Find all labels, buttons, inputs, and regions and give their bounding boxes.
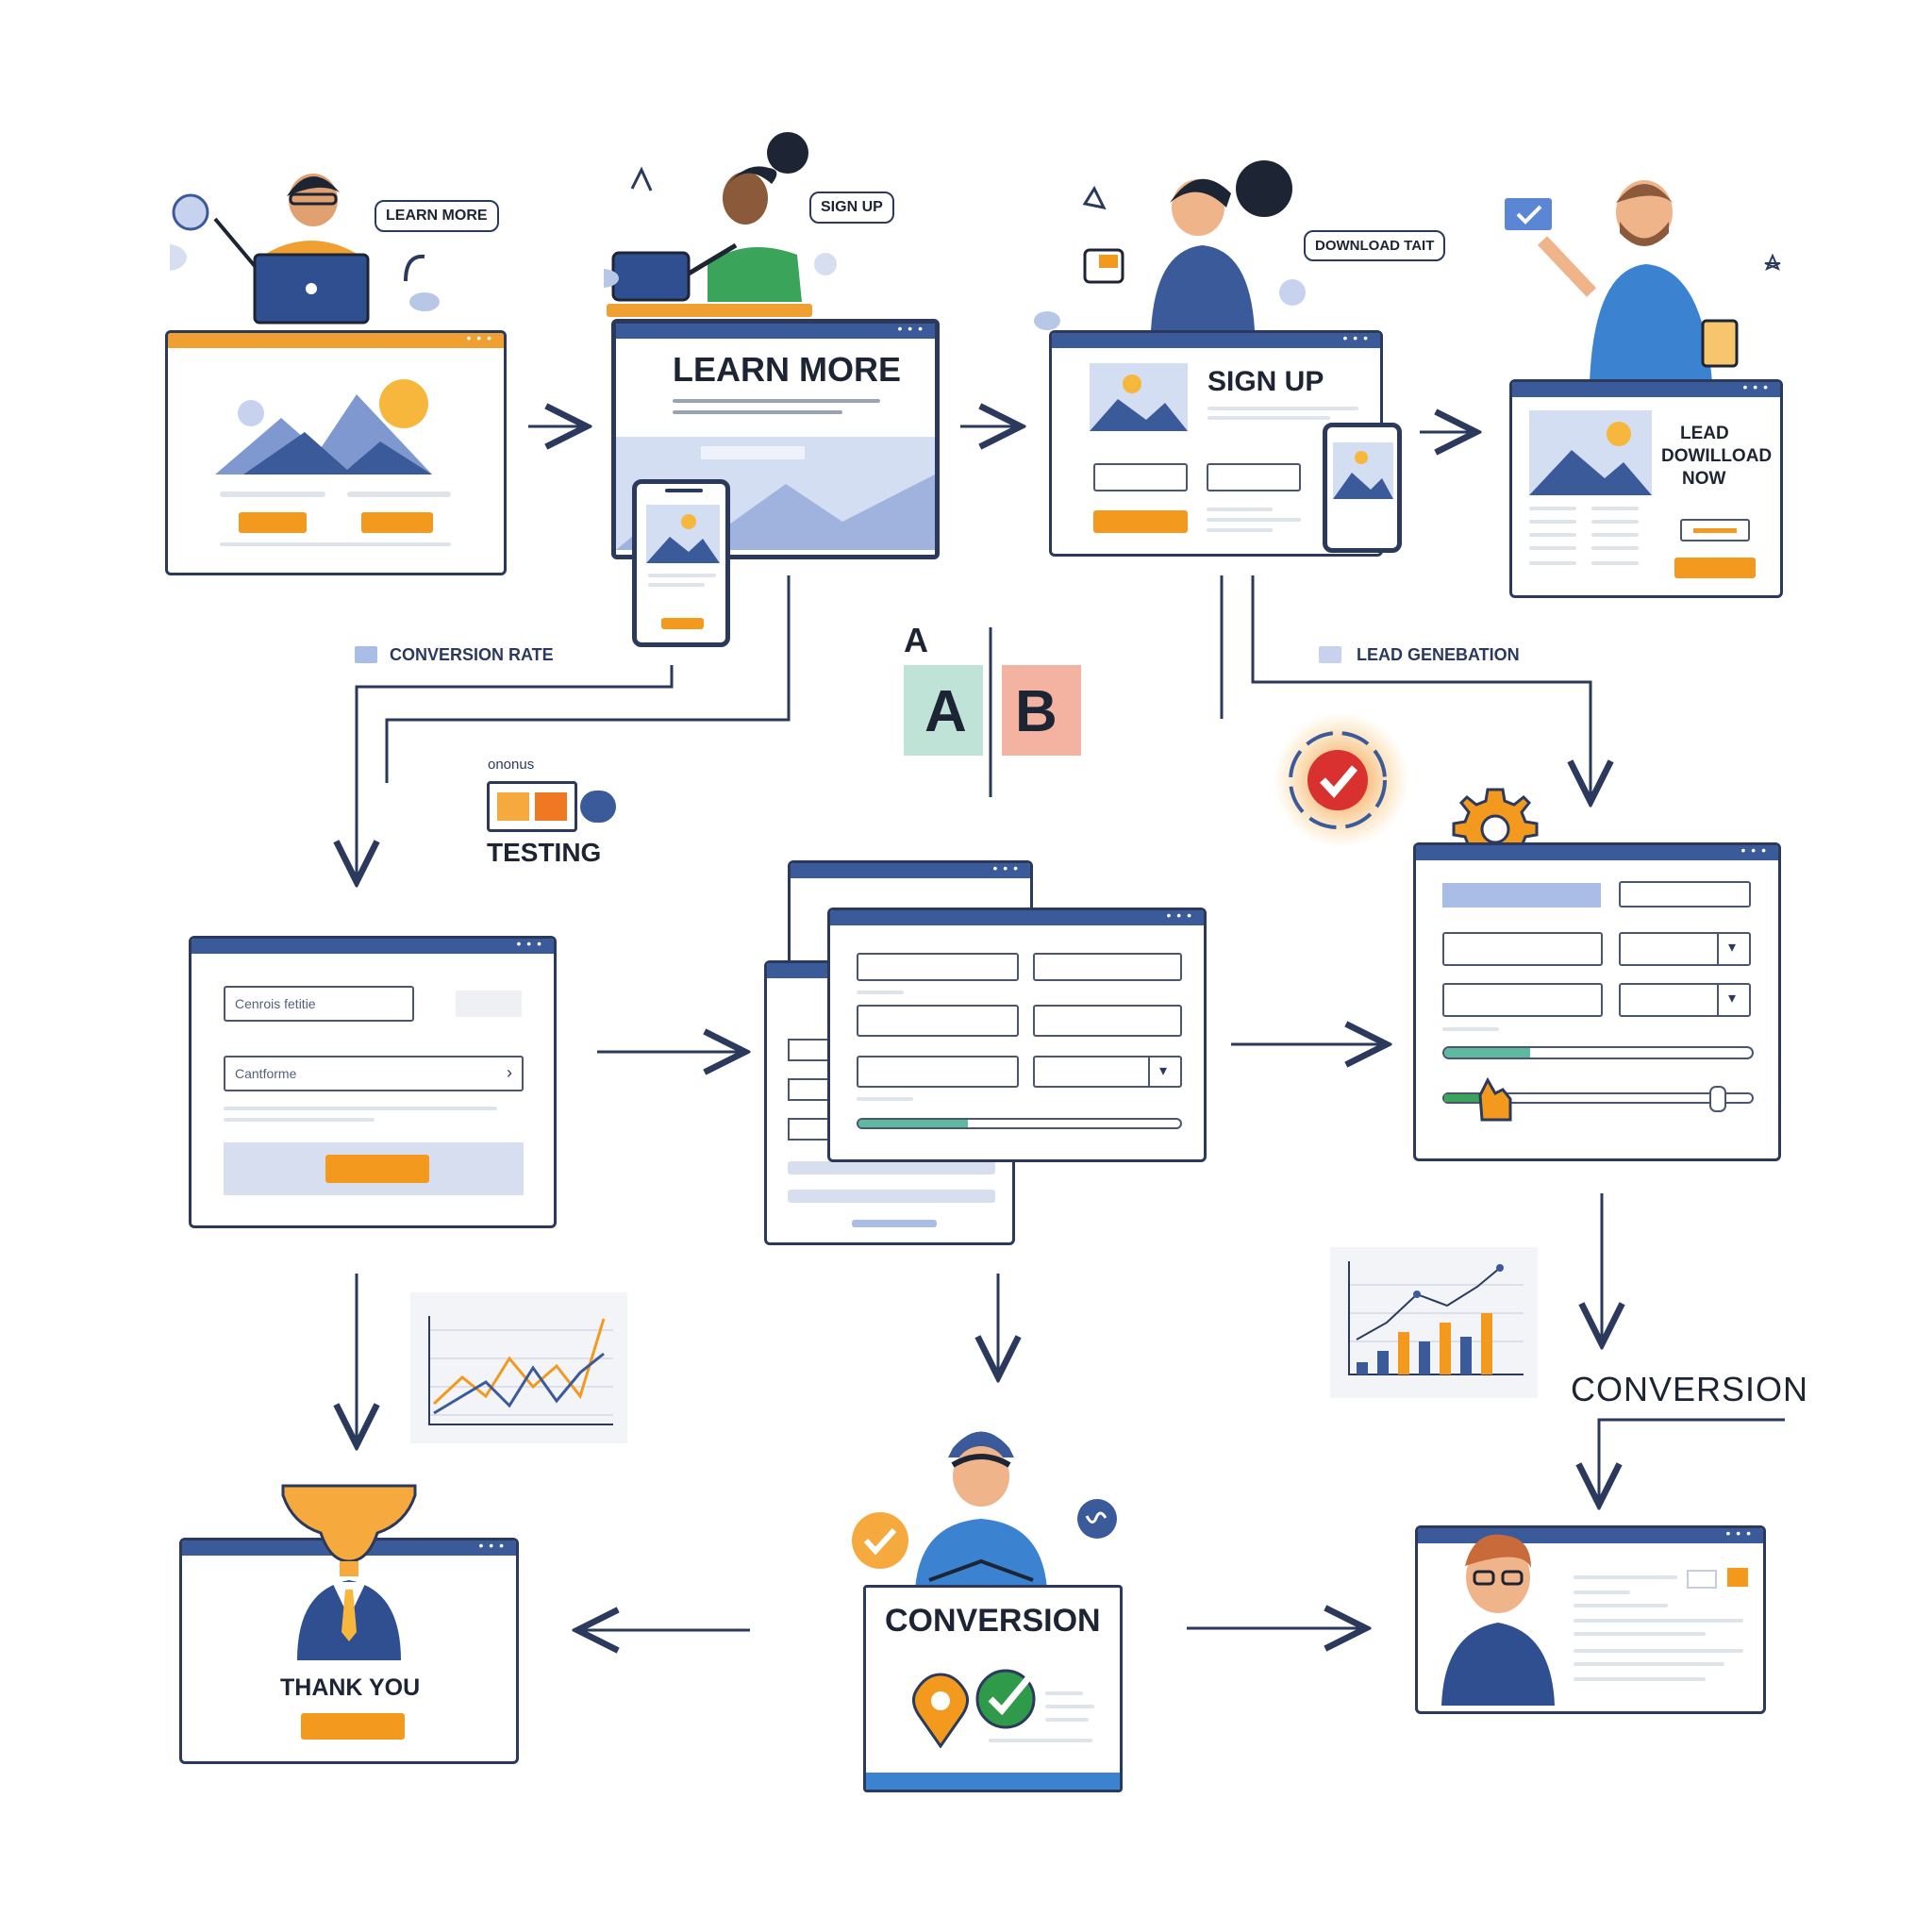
badge-icon [1077,1499,1117,1539]
right-field-3[interactable] [1442,983,1603,1017]
lead-generation-label: LEAD GENEBATION [1357,645,1520,664]
lead-download-window: LEAD DOWILLOAD NOW [1509,379,1783,598]
phone-mockup-learn [632,479,730,647]
form-field-2[interactable]: Cantforme › [224,1056,524,1091]
target-check-icon [1274,712,1409,848]
landscape-image-icon [215,379,432,475]
conversion-rate-label: CONVERSION RATE [390,645,554,664]
conversion-heading: CONVERSION [885,1603,1101,1639]
variant-field-4[interactable] [857,1056,1019,1088]
form-window-left: Cenrois fetitie Cantforme › [189,936,557,1228]
chevron-right-icon: › [507,1063,512,1082]
thank-you-heading: THANK YOU [280,1674,421,1701]
testing-label: TESTING [487,838,602,867]
phone-mockup-signup [1323,423,1402,553]
right-field-2[interactable] [1442,932,1603,966]
conversion-label-right: CONVERSION [1571,1370,1809,1408]
person-signup-illustration [1028,151,1311,330]
desk-orange-strip [607,304,812,317]
arrow-conversion-to-profile [1599,1418,1785,1505]
right-progress-bar [1442,1046,1754,1059]
phone-cta[interactable] [661,618,704,629]
thank-you-button[interactable] [301,1713,405,1740]
variant-field-2[interactable] [1033,953,1182,981]
profile-window [1415,1525,1766,1714]
checkbox-icon [1505,198,1552,230]
hand-cursor-icon [1478,1076,1512,1122]
person-lead-illustration [1505,165,1788,382]
right-select-2[interactable] [1619,983,1751,1017]
signup-image [1090,363,1188,431]
lead-heading-3: NOW [1682,469,1726,489]
check-circle-icon [852,1512,908,1569]
landing-page-window [165,330,507,575]
ab-label-top: A [904,621,928,659]
landing-cta-left[interactable] [239,512,307,533]
variant-a-box: A [904,665,983,756]
slider-handle[interactable] [1709,1086,1726,1112]
form-field-1[interactable]: Cenrois fetitie [224,986,414,1022]
signup-button[interactable] [1093,510,1188,533]
conversion-rate-legend-swatch [355,646,377,663]
testing-toggle[interactable] [487,781,577,832]
lead-generation-legend-swatch [1319,646,1341,663]
variant-select-2[interactable] [1033,1056,1182,1088]
form-window-right [1413,842,1781,1161]
avatar [1441,1534,1555,1706]
form-submit-button[interactable] [325,1155,429,1183]
person-tablet-illustration [585,132,840,321]
location-pin-icon [912,1673,969,1748]
green-check-icon [975,1669,1036,1729]
sign-up-heading: SIGN UP [1208,366,1324,397]
bar-chart-icon [1330,1247,1538,1398]
variant-select-1[interactable] [1033,1005,1182,1037]
testing-small-label: ononus [488,757,535,773]
lead-download-button[interactable] [1674,558,1756,578]
person-laptop-illustration [149,160,453,340]
conversion-card: CONVERSION [863,1585,1123,1792]
right-select-1[interactable] [1619,932,1751,966]
learn-more-heading: LEARN MORE [673,350,901,389]
variant-field-1[interactable] [857,953,1019,981]
signup-input-2[interactable] [1207,463,1301,491]
line-chart-icon [410,1292,627,1443]
lead-image [1529,410,1652,495]
speech-bubble-sign-up: SIGN UP [809,192,894,224]
variant-window-front [827,908,1207,1162]
lead-heading-1: LEAD [1680,424,1729,443]
toggle-knob[interactable] [580,791,616,823]
signup-input-1[interactable] [1093,463,1188,491]
landing-cta-right[interactable] [361,512,433,533]
right-slider-track[interactable] [1442,1092,1754,1104]
variant-b-box: B [1002,665,1081,756]
form-button-area [224,1142,524,1195]
variant-field-3[interactable] [857,1005,1019,1037]
right-field-1[interactable] [1619,881,1751,908]
lead-heading-2: DOWILLOAD [1661,446,1773,466]
trophy-person-icon [281,1484,417,1660]
variant-progress-bar [857,1118,1182,1129]
speech-bubble-learn-more: LEARN MORE [375,200,499,232]
speech-bubble-download: DOWNLOAD TAIT [1304,230,1446,261]
person-cap-illustration [915,1431,1047,1590]
lead-input[interactable] [1680,519,1750,541]
